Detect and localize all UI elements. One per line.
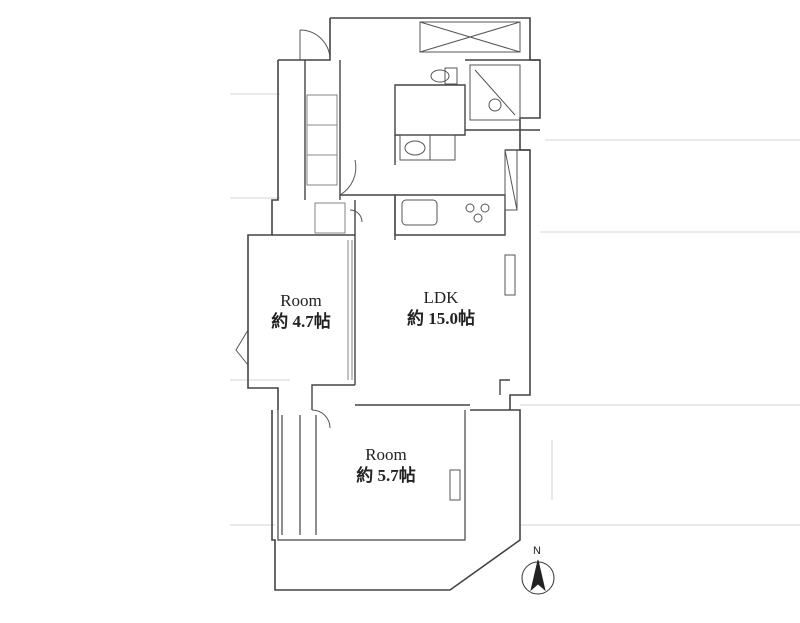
room-label-room-4-7: Room 約 4.7帖	[260, 290, 342, 333]
room-name: Room	[280, 291, 322, 310]
north-arrow	[521, 559, 555, 595]
room-name: LDK	[423, 288, 459, 307]
room-size: 約 15.0帖	[407, 309, 475, 329]
grid-lines	[230, 93, 800, 526]
doors	[235, 29, 363, 429]
compass-label: N	[533, 545, 541, 557]
room-size: 約 5.7帖	[356, 466, 416, 486]
inner-walls	[272, 59, 540, 410]
closets	[306, 94, 353, 380]
room-label-ldk: LDK 約 15.0帖	[392, 287, 490, 330]
balcony	[277, 410, 466, 541]
fixtures	[399, 21, 521, 501]
room-size: 約 4.7帖	[271, 312, 331, 332]
room-label-room-5-7: Room 約 5.7帖	[345, 444, 427, 487]
room-name: Room	[365, 445, 407, 464]
